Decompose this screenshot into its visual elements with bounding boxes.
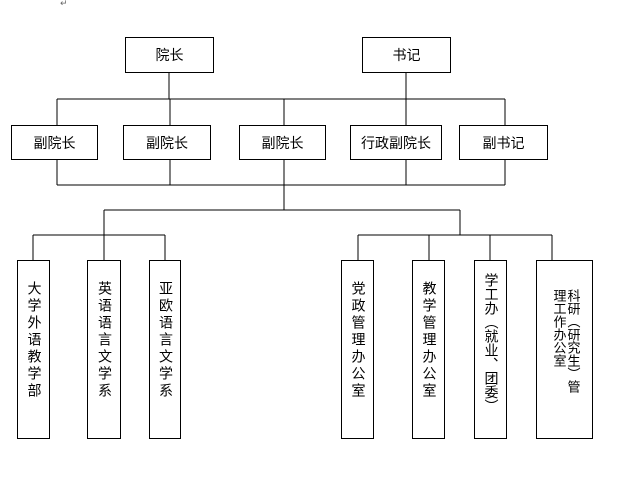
college-english-dept-box: 大学外语教学部 [17,260,50,439]
vice-dean-label: 副院长 [261,135,304,152]
english-dept-box: 英语语言文学系 [87,260,121,439]
vice-dean-box-1: 副院长 [11,125,98,160]
deputy-secretary-box: 副书记 [459,125,548,160]
party-admin-office-box: 党政管理办公室 [341,260,374,439]
teaching-admin-office-box: 教学管理办公室 [412,260,445,439]
vice-dean-label: 副院长 [33,135,76,152]
department-label: 大学外语教学部 [25,281,42,400]
deputy-secretary-label: 副书记 [482,135,525,152]
secretary-label: 书记 [392,48,421,64]
office-label: 教学管理办公室 [420,281,437,400]
research-office-box: 科研（研究生）管理工作办公室 [536,260,593,439]
student-affairs-office-box: 学工办（就业、团委） [474,260,507,439]
dean-box: 院长 [125,37,214,73]
department-label: 英语语言文学系 [96,281,112,400]
office-label: 党政管理办公室 [349,281,366,400]
office-label: 科研（研究生）管理工作办公室 [550,289,580,393]
dean-label: 院长 [155,48,184,64]
office-label: 学工办（就业、团委） [482,273,499,413]
admin-vice-dean-box: 行政副院长 [350,125,442,160]
asian-european-dept-box: 亚欧语言文学系 [149,260,181,439]
vice-dean-box-2: 副院长 [123,125,211,160]
vice-dean-box-3: 副院长 [239,125,326,160]
paragraph-mark: ↵ [60,0,68,9]
vice-dean-label: 副院长 [146,135,188,152]
secretary-box: 书记 [362,37,451,73]
department-label: 亚欧语言文学系 [157,281,173,400]
admin-vice-dean-label: 行政副院长 [361,135,431,152]
